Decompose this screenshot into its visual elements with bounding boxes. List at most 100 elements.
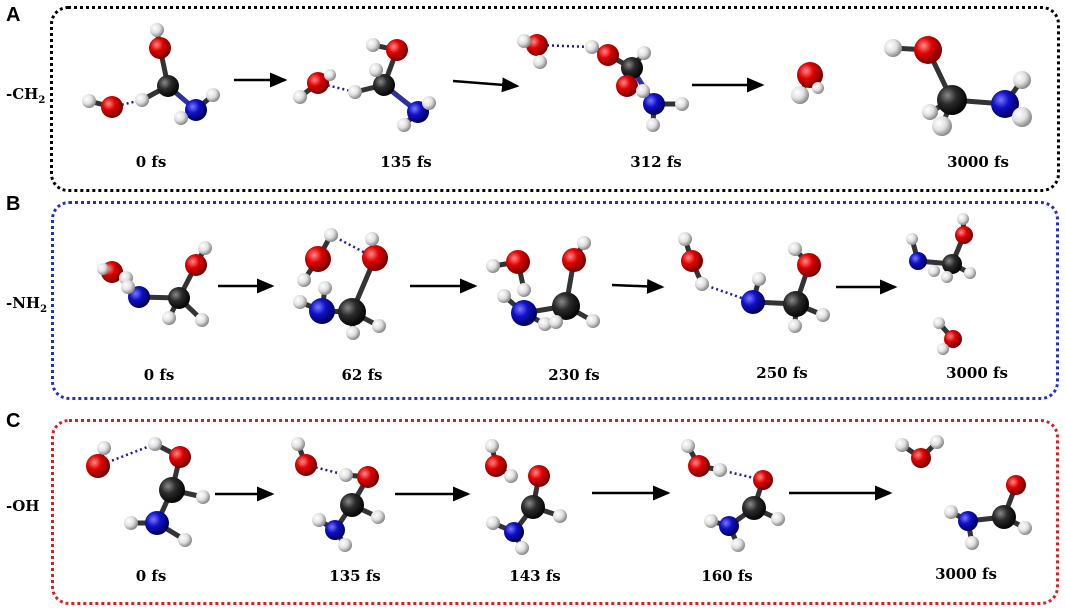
carbon-atom — [159, 477, 185, 503]
time-label: 250 fs — [756, 364, 808, 382]
hydrogen-atom — [97, 263, 109, 275]
nitrogen-atom — [741, 290, 765, 314]
covalent-bonds — [86, 27, 1028, 551]
hydrogen-atom — [196, 490, 210, 504]
hydrogen-atom — [944, 505, 958, 519]
carbon-atom — [942, 254, 962, 274]
carbon-atom — [168, 287, 190, 309]
hydrogen-atom — [517, 34, 531, 48]
hydrogen-atom — [636, 84, 650, 98]
hydrogen-atom — [369, 63, 383, 77]
oxygen-atom — [101, 96, 123, 118]
time-label: 3000 fs — [946, 364, 1008, 382]
panel-letter-b: B — [6, 193, 21, 215]
hydrogen-atom — [933, 317, 945, 329]
hydrogen-atom — [964, 267, 976, 279]
nitrogen-atom — [991, 90, 1019, 118]
hydrogen-atom — [675, 97, 689, 111]
time-label: 135 fs — [329, 567, 381, 585]
oxygen-atom — [386, 39, 408, 61]
hydrogen-atom — [930, 435, 944, 449]
oxygen-atom — [688, 455, 710, 477]
carbon-atom — [783, 291, 809, 317]
hydrogen-atom — [291, 437, 305, 451]
hydrogen-atom — [371, 510, 385, 524]
group-label-c: -OH — [6, 497, 40, 515]
hydrogen-atom — [922, 104, 938, 120]
hydrogen-atom — [704, 514, 718, 528]
oxygen-atom — [797, 253, 821, 277]
hydrogen-atom — [497, 289, 511, 303]
carbon-atom — [157, 75, 179, 97]
nitrogen-atom — [145, 511, 169, 535]
oxygen-atom — [362, 245, 388, 271]
hydrogen-atom — [82, 94, 96, 108]
panel-box-b — [51, 201, 1059, 400]
nitrogen-atom — [958, 511, 978, 531]
hydrogen-atom — [752, 272, 766, 286]
hydrogen-atom — [816, 308, 830, 322]
nitrogen-atom — [309, 298, 335, 324]
time-label: 0 fs — [143, 366, 175, 384]
panel-box-a — [50, 6, 1060, 192]
time-label: 135 fs — [380, 153, 432, 171]
hydrogen-atom — [713, 463, 727, 477]
nitrogen-atom — [719, 516, 739, 536]
nitrogen-atom — [511, 300, 537, 326]
hydrogen-atom — [957, 213, 969, 225]
hydrogen-atom — [365, 232, 379, 246]
hydrogen-atom — [1012, 107, 1032, 127]
time-label: 0 fs — [135, 153, 167, 171]
group-label-b: -NH2 — [6, 294, 48, 315]
hydrogen-atom — [486, 516, 500, 530]
oxygen-atom — [305, 246, 331, 272]
oxygen-atom — [528, 465, 550, 487]
hydrogen-atom — [1013, 71, 1031, 89]
hydrogen-atom — [297, 273, 311, 287]
oxygen-atom — [295, 454, 317, 476]
hydrogen-atom — [553, 509, 567, 523]
time-label: 62 fs — [341, 366, 383, 384]
oxygen-atom — [485, 455, 507, 477]
nitrogen-atom — [185, 99, 207, 121]
carbon-atom — [742, 496, 766, 520]
carbon-atom — [521, 495, 545, 519]
oxygen-atom — [914, 36, 942, 64]
hydrogen-atom — [338, 538, 352, 552]
hydrogen-bond — [536, 43, 593, 49]
hydrogen-atom — [1018, 521, 1032, 535]
time-label: 160 fs — [701, 567, 753, 585]
oxygen-atom — [526, 34, 548, 56]
hydrogen-atom — [485, 439, 499, 453]
carbon-atom — [937, 85, 967, 115]
panel-letter-a: A — [6, 4, 21, 26]
hydrogen-atom — [135, 93, 149, 107]
reaction-arrow — [611, 278, 665, 294]
hydrogen-atom — [937, 343, 949, 355]
hydrogen-atom — [928, 265, 940, 277]
hydrogen-atom — [637, 46, 651, 60]
hydrogen-atom — [681, 439, 695, 453]
hydrogen-atom — [504, 469, 518, 483]
hydrogen-atom — [178, 533, 192, 547]
oxygen-atom — [681, 250, 703, 272]
oxygen-atom — [169, 446, 191, 468]
hydrogen-atom — [906, 233, 918, 245]
nitrogen-atom — [128, 286, 150, 308]
hydrogen-atom — [646, 118, 660, 132]
oxygen-atom — [506, 250, 530, 274]
carbon-atom — [373, 74, 395, 96]
nitrogen-atom — [325, 520, 345, 540]
hydrogen-atom — [515, 541, 529, 555]
hydrogen-atom — [586, 314, 600, 328]
hydrogen-atom — [397, 118, 411, 132]
hydrogen-atom — [348, 85, 362, 99]
oxygen-atom — [1006, 475, 1026, 495]
hydrogen-atom — [206, 88, 220, 102]
reaction-arrows — [215, 72, 898, 502]
oxygen-atom — [562, 248, 586, 272]
oxygen-atom — [185, 254, 207, 276]
hydrogen-atom — [121, 280, 135, 294]
hydrogen-atom — [150, 23, 164, 37]
hydrogen-atom — [312, 513, 326, 527]
